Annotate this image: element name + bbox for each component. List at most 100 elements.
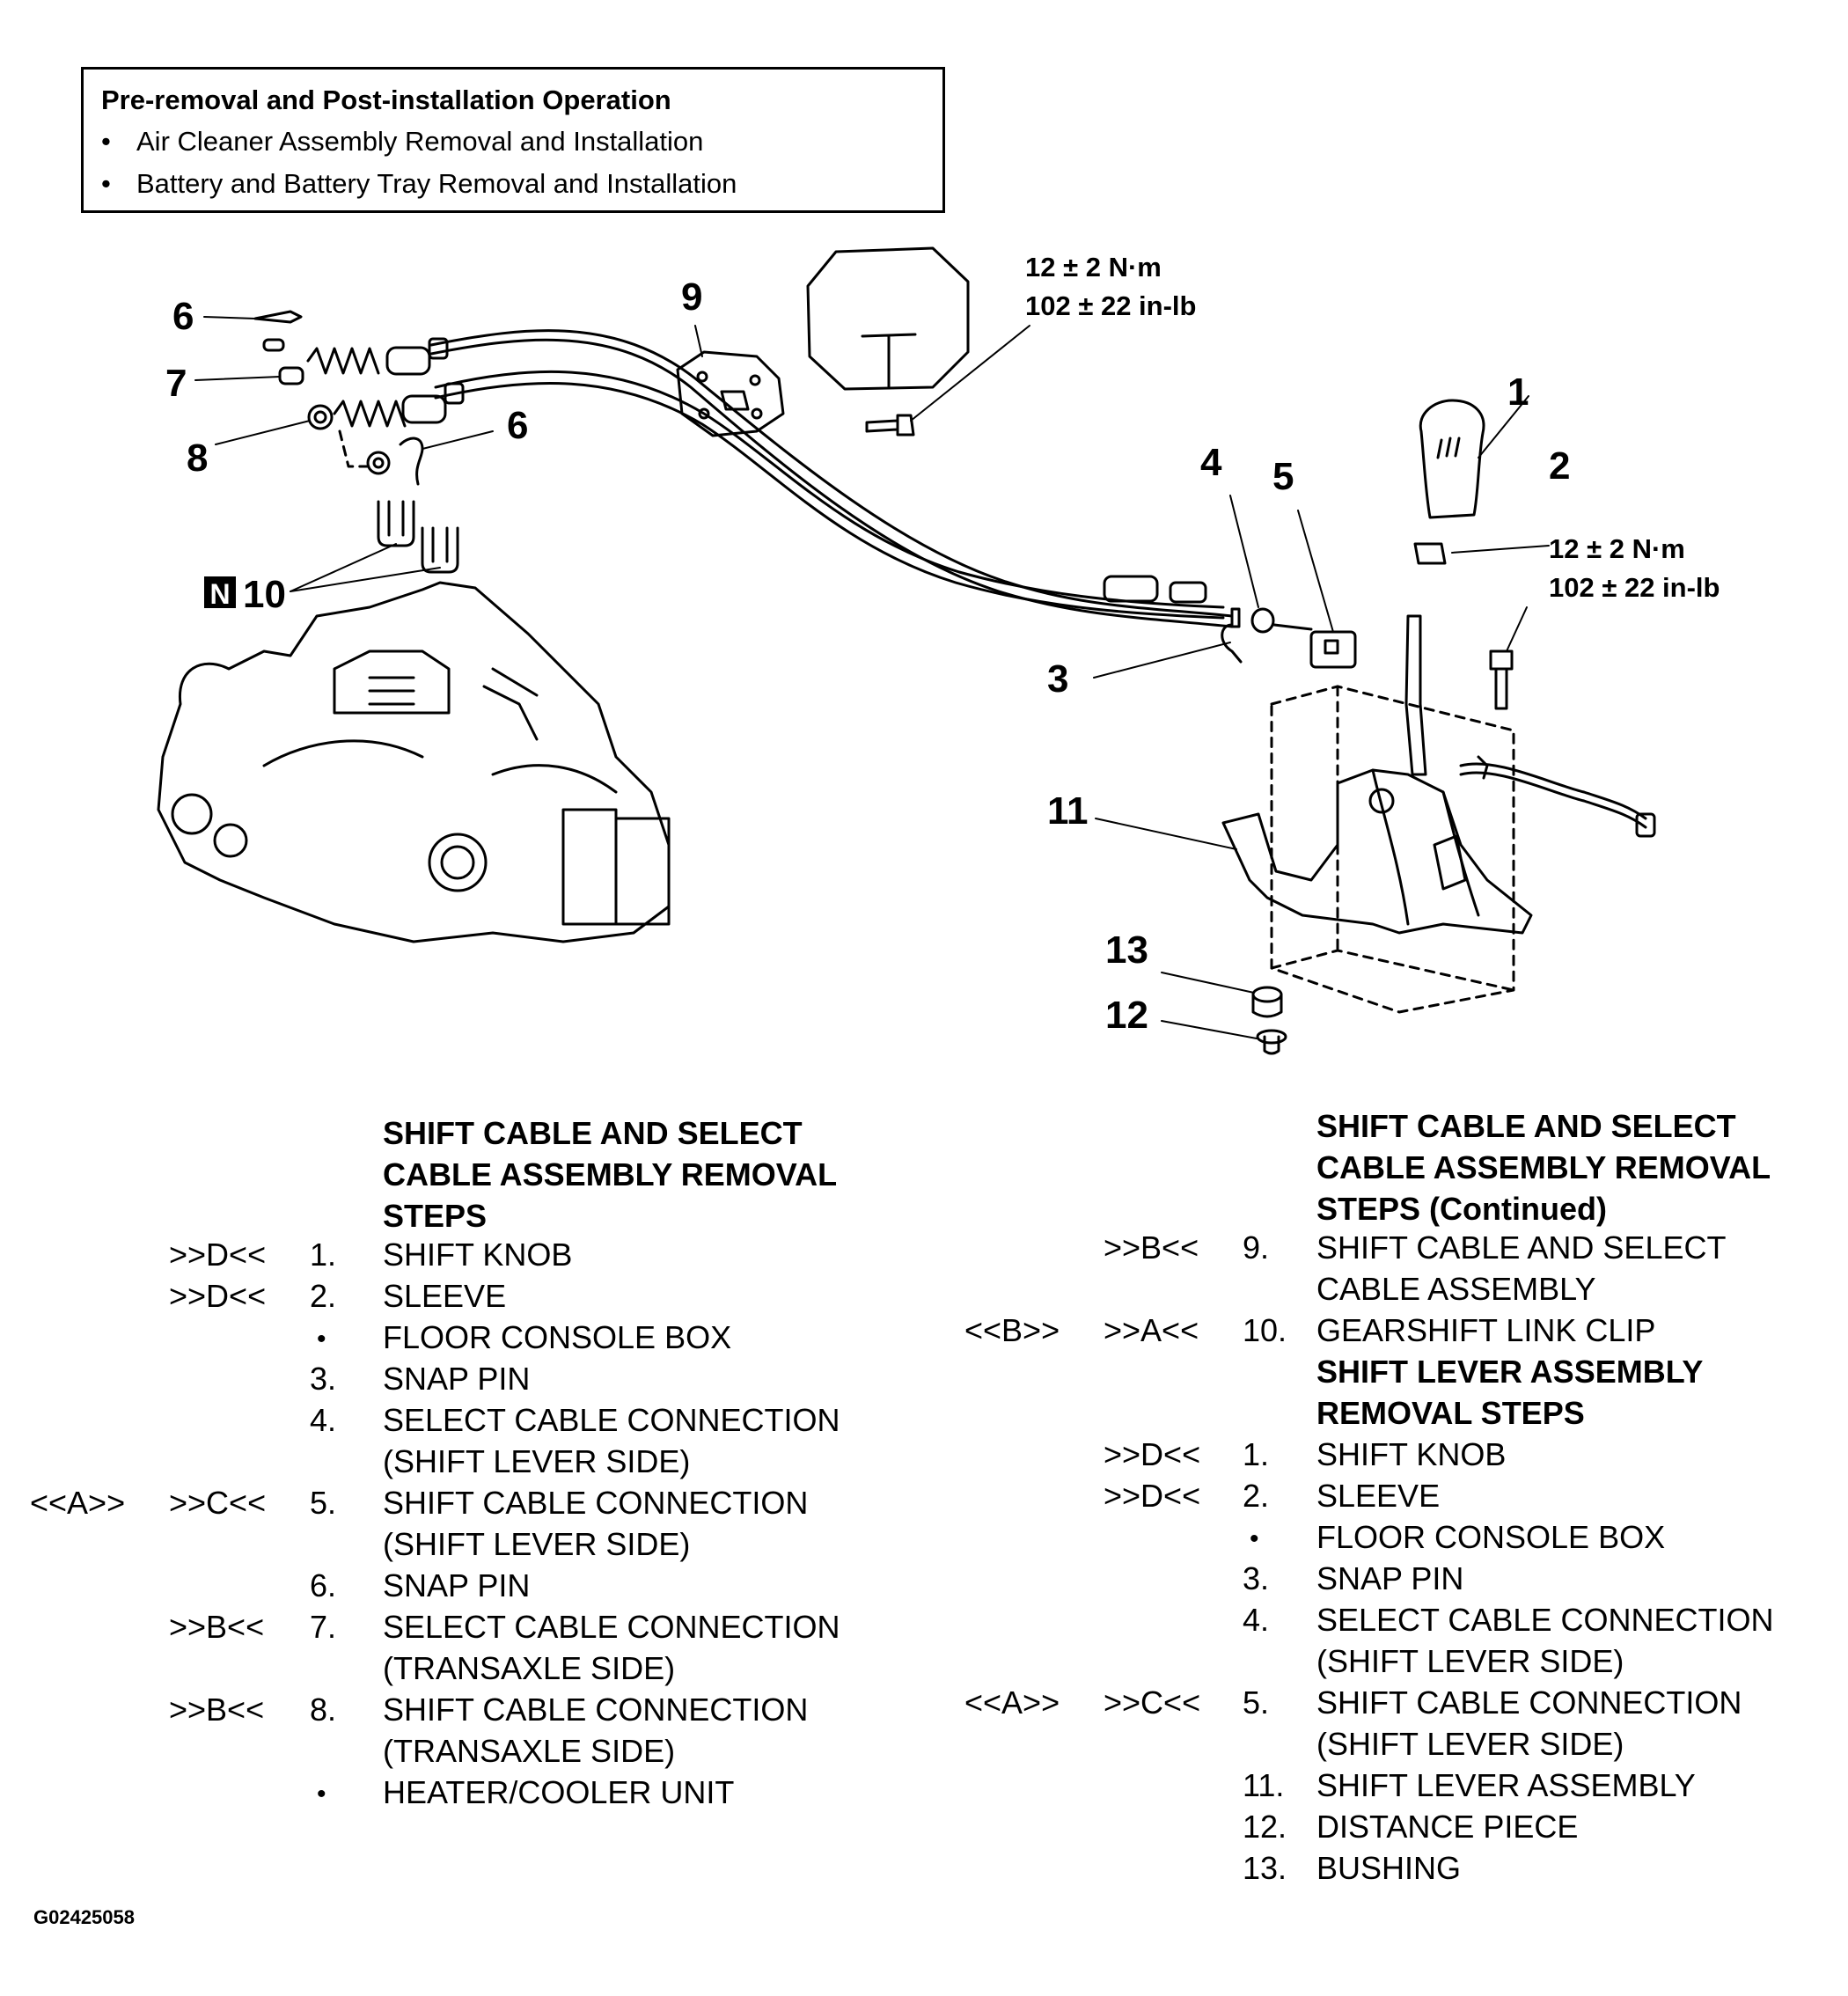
left-list-step-number: 4. xyxy=(310,1402,337,1438)
right-list-step-text: FLOOR CONSOLE BOX xyxy=(1316,1519,1666,1555)
right-list-row: CABLE ASSEMBLY xyxy=(933,1271,1848,1312)
left-list-step-number: 3. xyxy=(310,1361,337,1397)
bracket-bolt xyxy=(865,414,915,437)
right-list-install-ref: <<A>> xyxy=(964,1684,1060,1721)
left-list-step-number: 7. xyxy=(310,1609,337,1645)
right-list-step-number: 9. xyxy=(1243,1229,1270,1266)
left-list-row: (TRANSAXLE SIDE) xyxy=(0,1733,933,1774)
left-list-step-text: SNAP PIN xyxy=(383,1361,531,1397)
right-list-removal-ref: >>D<< xyxy=(1104,1436,1201,1472)
right-list-row: <<A>>>>C<<5.SHIFT CABLE CONNECTION xyxy=(933,1684,1848,1726)
right-list-step-text: REMOVAL STEPS xyxy=(1316,1395,1585,1431)
bullet-icon: • xyxy=(101,168,111,199)
detail-view-octagon xyxy=(806,246,970,391)
left-list-step-text: SHIFT KNOB xyxy=(383,1236,573,1273)
left-list-step-text: SHIFT CABLE CONNECTION xyxy=(383,1691,809,1728)
right-list-step-number: 4. xyxy=(1243,1602,1270,1638)
left-list-step-text: (SHIFT LEVER SIDE) xyxy=(383,1526,691,1562)
left-list-step-text: SNAP PIN xyxy=(383,1567,531,1603)
left-list-step-number: 8. xyxy=(310,1691,337,1728)
left-list-step-text: SELECT CABLE CONNECTION xyxy=(383,1402,840,1438)
left-list-step-text: SLEEVE xyxy=(383,1278,507,1314)
right-list-heading: SHIFT CABLE AND SELECT CABLE ASSEMBLY RE… xyxy=(1316,1105,1848,1229)
left-steps-list: SHIFT CABLE AND SELECT CABLE ASSEMBLY RE… xyxy=(0,1112,933,1816)
left-heading-line-1: SHIFT CABLE AND SELECT xyxy=(383,1115,803,1151)
left-list-step-number: 5. xyxy=(310,1485,337,1521)
right-list-step-text: SHIFT LEVER ASSEMBLY xyxy=(1316,1354,1704,1390)
right-list-step-number: 11. xyxy=(1243,1767,1285,1803)
right-list-step-number: 3. xyxy=(1243,1560,1270,1596)
callout-3: 3 xyxy=(1047,657,1068,701)
left-list-step-number: 2. xyxy=(310,1278,337,1314)
new-part-marker-letter: N xyxy=(209,578,230,610)
left-list-removal-ref: >>C<< xyxy=(169,1485,267,1521)
right-list-step-number: 12. xyxy=(1243,1809,1287,1845)
right-list-row: 3. SNAP PIN xyxy=(933,1560,1848,1602)
torque-b-inlb: 102 ± 22 in-lb xyxy=(1549,572,1720,603)
left-list-step-number: • xyxy=(317,1325,326,1354)
preop-item-2-text: Battery and Battery Tray Removal and Ins… xyxy=(136,168,737,199)
right-list-step-text: CABLE ASSEMBLY xyxy=(1316,1271,1596,1307)
right-list-row: 11.SHIFT LEVER ASSEMBLY xyxy=(933,1767,1848,1809)
left-list-step-text: (SHIFT LEVER SIDE) xyxy=(383,1443,691,1479)
sleeve xyxy=(1413,542,1447,565)
left-list-row: <<A>>>>C<<5.SHIFT CABLE CONNECTION xyxy=(0,1485,933,1526)
left-list-row: (TRANSAXLE SIDE) xyxy=(0,1650,933,1691)
right-list-row: •FLOOR CONSOLE BOX xyxy=(933,1519,1848,1560)
right-list-row: >>D<<2.SLEEVE xyxy=(933,1478,1848,1519)
left-list-step-text: (TRANSAXLE SIDE) xyxy=(383,1650,676,1686)
right-list-step-number: 2. xyxy=(1243,1478,1270,1514)
callout-6-lower: 6 xyxy=(507,404,528,447)
left-list-step-text: (TRANSAXLE SIDE) xyxy=(383,1733,676,1769)
right-list-step-number: 1. xyxy=(1243,1436,1270,1472)
right-list-row: 13. BUSHING xyxy=(933,1850,1848,1891)
callout-10: 10 xyxy=(243,573,286,616)
shift-lever-assembly xyxy=(1221,614,1656,1014)
right-heading-line-2: CABLE ASSEMBLY REMOVAL xyxy=(1316,1149,1771,1185)
left-heading-line-3: STEPS xyxy=(383,1198,488,1234)
shift-knob xyxy=(1419,399,1485,519)
figure-code: G02425058 xyxy=(33,1906,135,1928)
right-list-step-number: 13. xyxy=(1243,1850,1287,1886)
cable-bracket xyxy=(676,350,785,437)
select-cable-connection xyxy=(1230,607,1275,634)
left-list-removal-ref: >>D<< xyxy=(169,1278,267,1314)
right-list-row: <<B>>>>A<<10.GEARSHIFT LINK CLIP xyxy=(933,1312,1848,1354)
right-list-step-number: 10. xyxy=(1243,1312,1287,1348)
callout-7: 7 xyxy=(165,362,187,405)
left-list-removal-ref: >>D<< xyxy=(169,1236,267,1273)
left-list-row: >>D<<1.SHIFT KNOB xyxy=(0,1236,933,1278)
right-list-step-text: BUSHING xyxy=(1316,1850,1462,1886)
right-list-row: SHIFT LEVER ASSEMBLY xyxy=(933,1354,1848,1395)
bullet-icon: • xyxy=(101,126,111,157)
right-list-row: REMOVAL STEPS xyxy=(933,1395,1848,1436)
torque-a-inlb: 102 ± 22 in-lb xyxy=(1025,290,1196,321)
right-list-row: >>B<<9.SHIFT CABLE AND SELECT xyxy=(933,1229,1848,1271)
exploded-view-diagram: 6 7 8 6 9 1 2 4 5 3 11 13 12 10 N 12 ± 2… xyxy=(157,246,1720,1055)
bushing xyxy=(1251,986,1283,1018)
distance-piece xyxy=(1256,1029,1287,1055)
left-list-row: >>B<<8.SHIFT CABLE CONNECTION xyxy=(0,1691,933,1733)
right-list-step-text: SNAP PIN xyxy=(1316,1560,1464,1596)
left-list-row: 4. SELECT CABLE CONNECTION xyxy=(0,1402,933,1443)
right-steps-list: SHIFT CABLE AND SELECT CABLE ASSEMBLY RE… xyxy=(933,1105,1848,1891)
right-list-row: (SHIFT LEVER SIDE) xyxy=(933,1643,1848,1684)
right-list-step-text: SHIFT KNOB xyxy=(1316,1436,1507,1472)
right-list-removal-ref: >>C<< xyxy=(1104,1684,1201,1721)
left-heading-line-2: CABLE ASSEMBLY REMOVAL xyxy=(383,1156,838,1192)
right-heading-line-1: SHIFT CABLE AND SELECT xyxy=(1316,1108,1736,1144)
right-list-row: >>D<< 1. SHIFT KNOB xyxy=(933,1436,1848,1478)
callout-6-upper: 6 xyxy=(172,295,194,338)
transaxle-housing xyxy=(157,581,671,943)
left-list-row: •FLOOR CONSOLE BOX xyxy=(0,1319,933,1361)
callout-labels: 6 7 8 6 9 1 2 4 5 3 11 13 12 10 xyxy=(165,275,1570,1037)
left-list-heading: SHIFT CABLE AND SELECT CABLE ASSEMBLY RE… xyxy=(383,1112,1316,1236)
left-list-row: 6.SNAP PIN xyxy=(0,1567,933,1609)
preop-item-2: • Battery and Battery Tray Removal and In… xyxy=(101,163,925,205)
right-list-step-text: SHIFT CABLE CONNECTION xyxy=(1316,1684,1742,1721)
cable-end-transaxle-side xyxy=(253,310,465,486)
preop-box: Pre-removal and Post-installation Operat… xyxy=(81,67,945,213)
left-list-row: >>B<<7.SELECT CABLE CONNECTION xyxy=(0,1609,933,1650)
left-list-row: 3. SNAP PIN xyxy=(0,1361,933,1402)
left-list-removal-ref: >>B<< xyxy=(169,1609,265,1645)
